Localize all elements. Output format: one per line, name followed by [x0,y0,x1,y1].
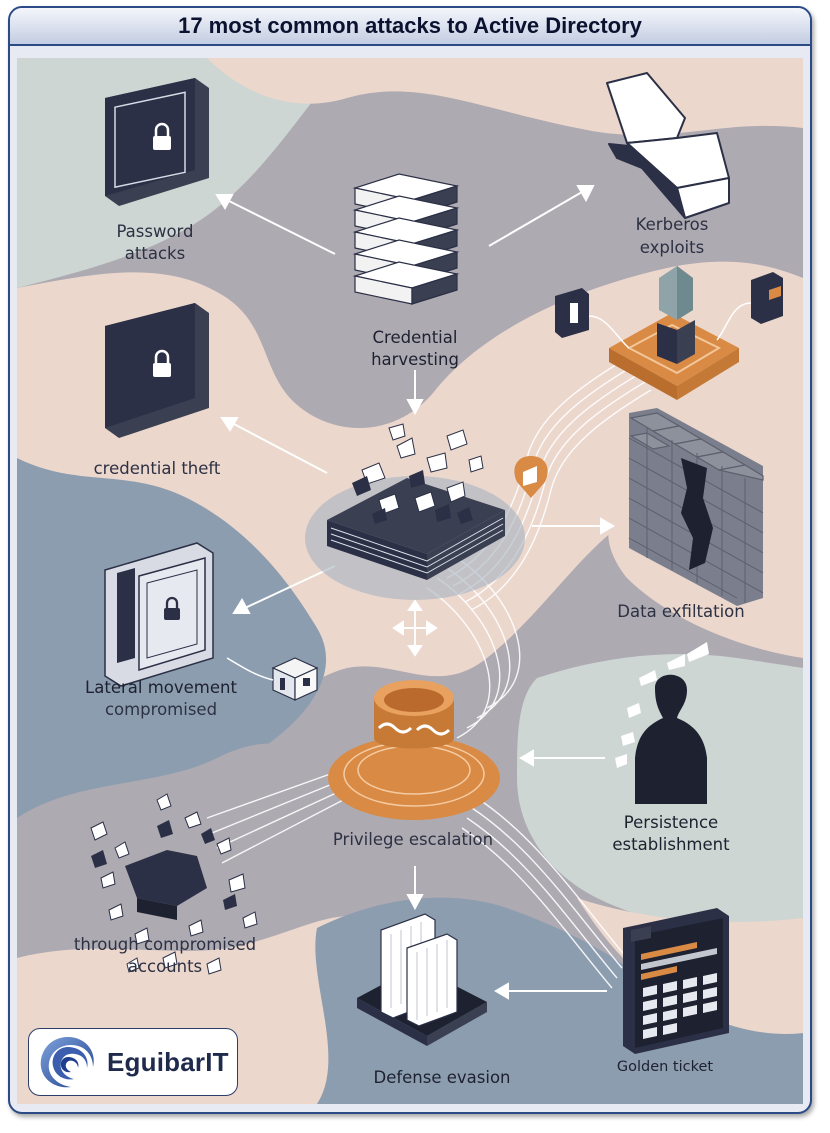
title-bar: 17 most common attacks to Active Directo… [10,8,810,46]
orange-ring-icon [328,680,500,820]
page-title: 17 most common attacks to Active Directo… [178,13,642,38]
label-kerberos-1: Kerberos [636,215,709,234]
open-safe-icon [104,542,214,687]
person-silhouette-icon [615,642,709,804]
label-password-attacks-1: Password [116,222,193,241]
infographic-frame: 17 most common attacks to Active Directo… [8,6,812,1114]
debris-pile-icon [90,793,258,975]
padlock-safe-icon [105,78,209,206]
small-block-right-icon [716,272,783,341]
eguibarit-logo: EguibarIT [28,1028,238,1096]
brick-wall-icon [628,408,764,606]
shield-pedestal-icon [609,266,739,400]
label-compromised-accounts-1: through compromised [74,935,256,954]
folded-box-icon [606,72,730,219]
label-persistence-1: Persistence [624,813,718,832]
pillar-platform-icon [357,913,487,1046]
label-lateral-movement-1: Lateral movement [85,678,237,697]
diagram-canvas: Password attacks Kerberos exploits Crede… [17,58,803,1104]
padlock-safe-icon [105,303,209,438]
label-data-exfiltation: Data exfiltation [617,602,744,621]
cube-icon [226,657,319,701]
label-credential-theft: credential theft [94,459,221,478]
ad-core-platform-icon [305,423,525,600]
server-stack-icon [352,173,460,305]
label-credential-harvesting-1: Credential [373,328,458,347]
ticket-panel-icon [623,908,729,1054]
label-persistence-2: establishment [612,835,730,854]
label-password-attacks-2: attacks [125,244,185,263]
label-compromised-accounts-2: accounts [128,957,202,976]
label-privilege-escalation: Privilege escalation [333,830,493,849]
label-lateral-movement-2: compromised [105,700,217,719]
label-defense-evasion: Defense evasion [373,1068,510,1087]
location-pin-icon [514,456,548,498]
diagram-svg: Password attacks Kerberos exploits Crede… [17,58,803,1104]
arrows [215,185,615,1000]
swirl-logo-icon [40,1037,94,1088]
logo-text: EguibarIT [107,1046,229,1077]
small-block-left-icon [555,288,630,349]
label-kerberos-2: exploits [640,238,704,257]
label-golden-ticket: Golden ticket [617,1059,714,1075]
direction-arrows-icon [392,599,438,657]
label-credential-harvesting-2: harvesting [371,350,459,369]
